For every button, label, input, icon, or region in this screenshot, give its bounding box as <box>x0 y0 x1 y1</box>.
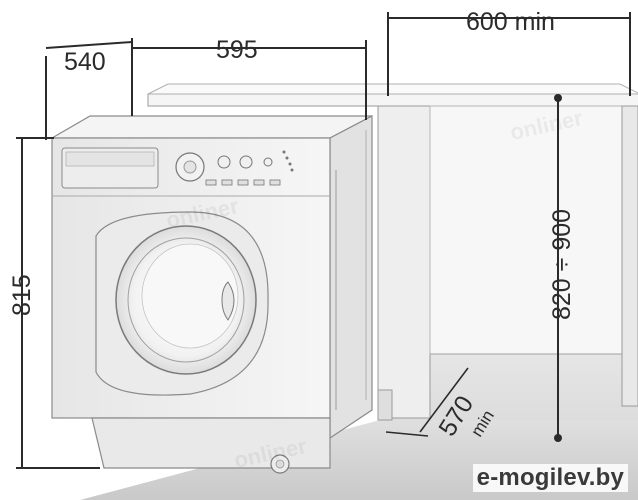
depth-label: 540 <box>64 48 106 76</box>
site-brand: e-mogilev.by <box>472 464 628 492</box>
niche-height-label: 820 ÷ 900 <box>548 209 576 320</box>
floor <box>80 350 638 500</box>
dimension-lines <box>16 12 631 469</box>
washing-machine <box>49 115 373 474</box>
width-label: 595 <box>216 36 258 64</box>
height-label: 815 <box>8 274 36 316</box>
kitchen-cabinet <box>147 83 638 421</box>
niche-width-label: 600 min <box>466 8 555 36</box>
